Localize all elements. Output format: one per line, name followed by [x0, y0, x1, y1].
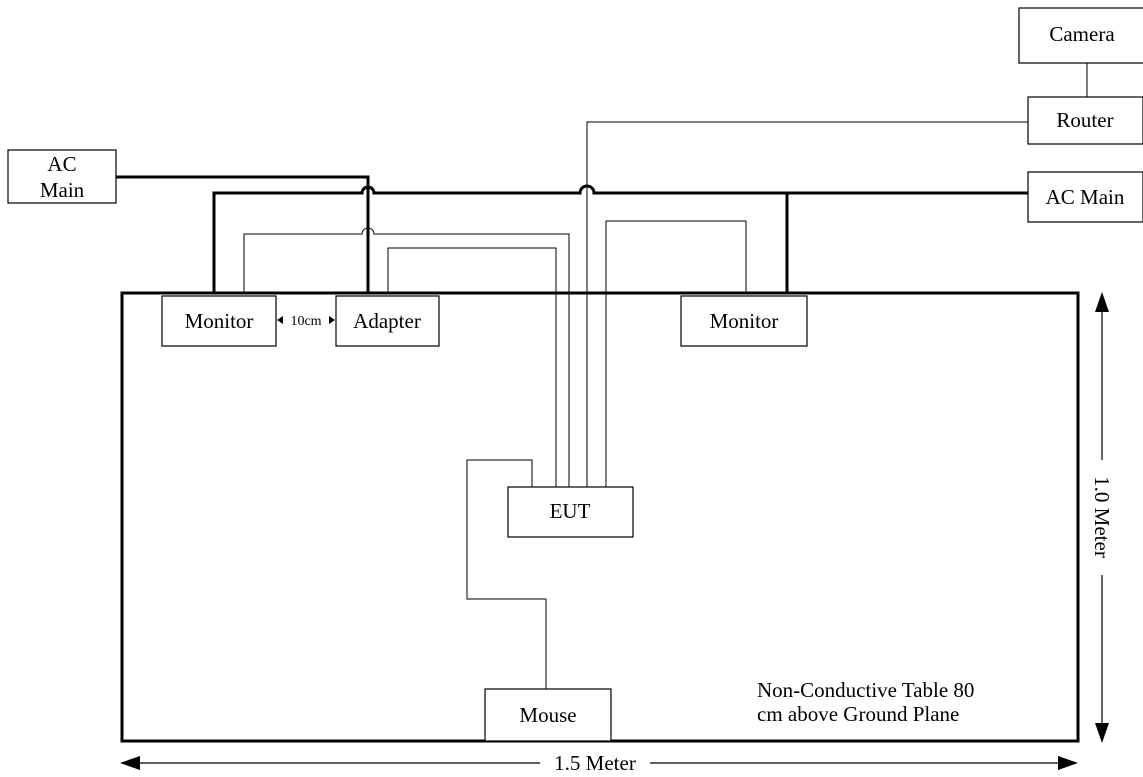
mouse-box: Mouse [484, 688, 612, 742]
monitor-right-label: Monitor [710, 309, 779, 333]
eut-box: EUT [507, 486, 634, 538]
spacing-label: 10cm [290, 314, 321, 329]
table-note-line1: Non-Conductive Table 80 [757, 678, 974, 702]
camera-label: Camera [1049, 22, 1115, 46]
router-box: Router [1027, 96, 1143, 145]
ac-main-right-label: AC Main [1046, 185, 1125, 209]
monitor-left-label: Monitor [185, 309, 254, 333]
ac-main-left-label-line2: Main [40, 178, 85, 202]
monitor-left-box: Monitor [161, 295, 277, 347]
camera-box: Camera [1018, 7, 1143, 64]
ac-main-left-label-line1: AC [47, 152, 76, 176]
depth-dimension: 1.0 Meter [1090, 292, 1114, 743]
signal-cables [243, 63, 1088, 689]
power-cables [116, 175, 1028, 293]
table-note-line2: cm above Ground Plane [757, 702, 959, 726]
mouse-label: Mouse [519, 703, 576, 727]
adapter-box: Adapter [335, 295, 440, 347]
width-dimension: 1.5 Meter [120, 751, 1078, 775]
spacing-indicator: 10cm [277, 314, 335, 329]
eut-label: EUT [550, 499, 591, 523]
table-note: Non-Conductive Table 80 cm above Ground … [757, 678, 974, 726]
width-dimension-label: 1.5 Meter [554, 751, 636, 775]
monitor-right-box: Monitor [680, 295, 808, 347]
router-label: Router [1056, 108, 1113, 132]
ac-main-right-box: AC Main [1027, 171, 1143, 223]
depth-dimension-label: 1.0 Meter [1090, 476, 1114, 558]
ac-main-left-box: AC Main [7, 149, 117, 204]
adapter-label: Adapter [353, 309, 421, 333]
